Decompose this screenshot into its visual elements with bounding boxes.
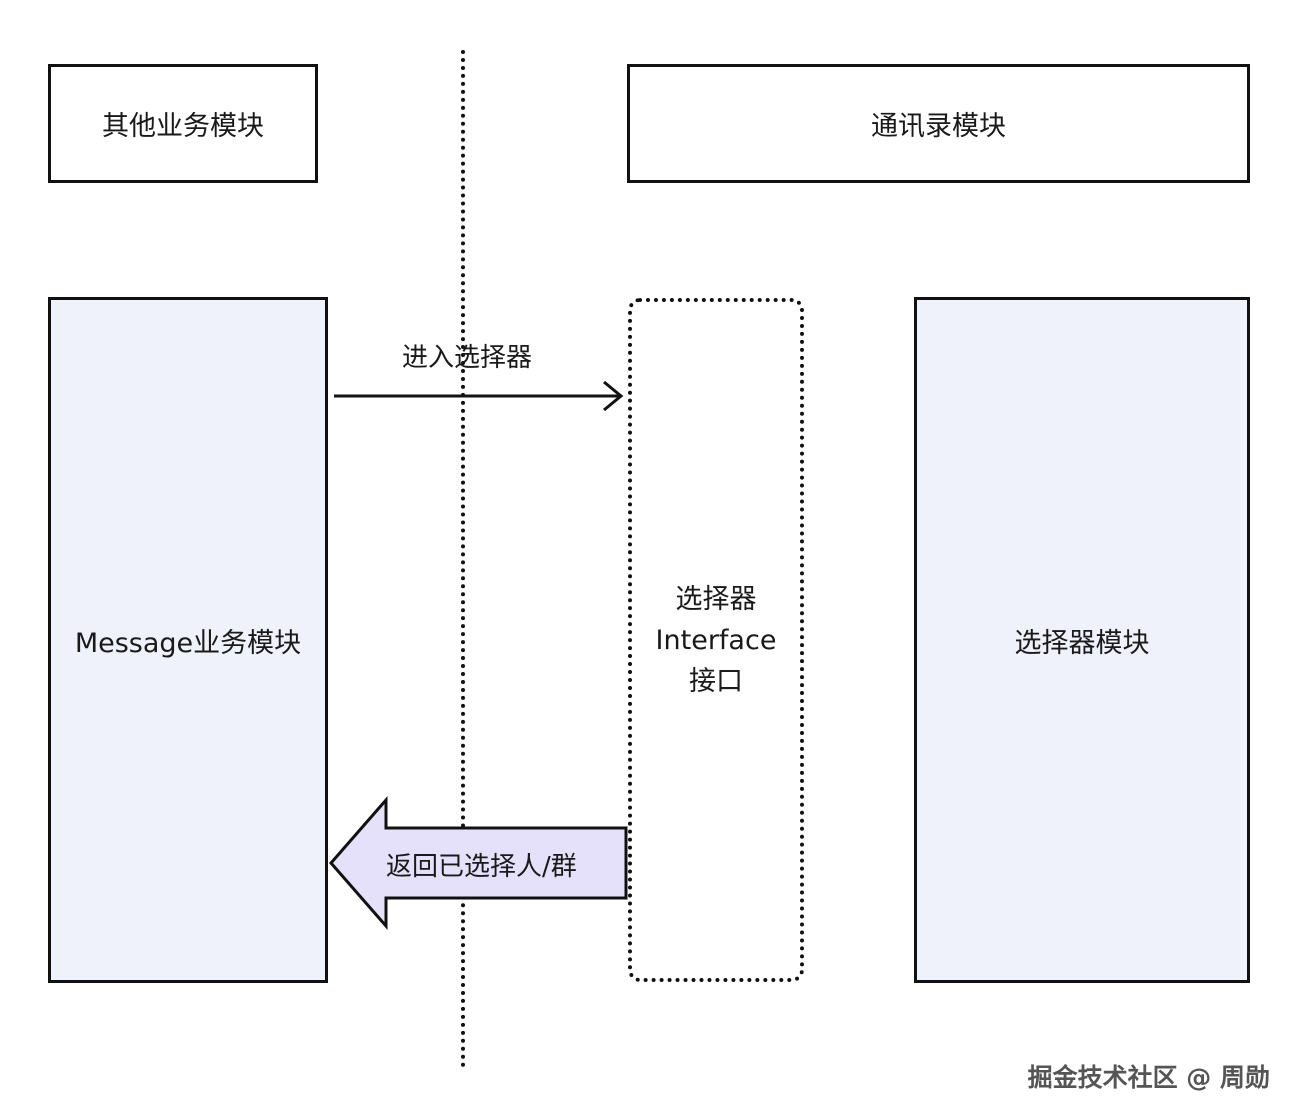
message-business-module: Message业务模块	[48, 297, 328, 983]
watermark: 掘金技术社区 @ 周勋	[1027, 1063, 1270, 1092]
selector-interface-line-1: 选择器	[675, 583, 757, 615]
message-business-module-label: Message业务模块	[74, 627, 302, 659]
selector-interface-line-3: 接口	[689, 665, 743, 697]
contacts-module-label: 通讯录模块	[871, 111, 1006, 142]
selector-interface-line-2: Interface	[655, 624, 777, 656]
boundary-divider	[461, 50, 465, 1068]
enter-selector-arrow	[334, 380, 624, 412]
other-business-module-label: 其他业务模块	[102, 111, 264, 142]
selector-interface: 选择器 Interface 接口	[628, 298, 804, 982]
selector-module: 选择器模块	[914, 297, 1250, 983]
other-business-module: 其他业务模块	[48, 64, 318, 183]
contacts-module: 通讯录模块	[627, 64, 1250, 183]
selector-module-label: 选择器模块	[1014, 627, 1150, 659]
enter-selector-label: 进入选择器	[402, 343, 533, 373]
return-selected-arrow	[329, 796, 628, 930]
return-selected-label: 返回已选择人/群	[386, 852, 577, 882]
